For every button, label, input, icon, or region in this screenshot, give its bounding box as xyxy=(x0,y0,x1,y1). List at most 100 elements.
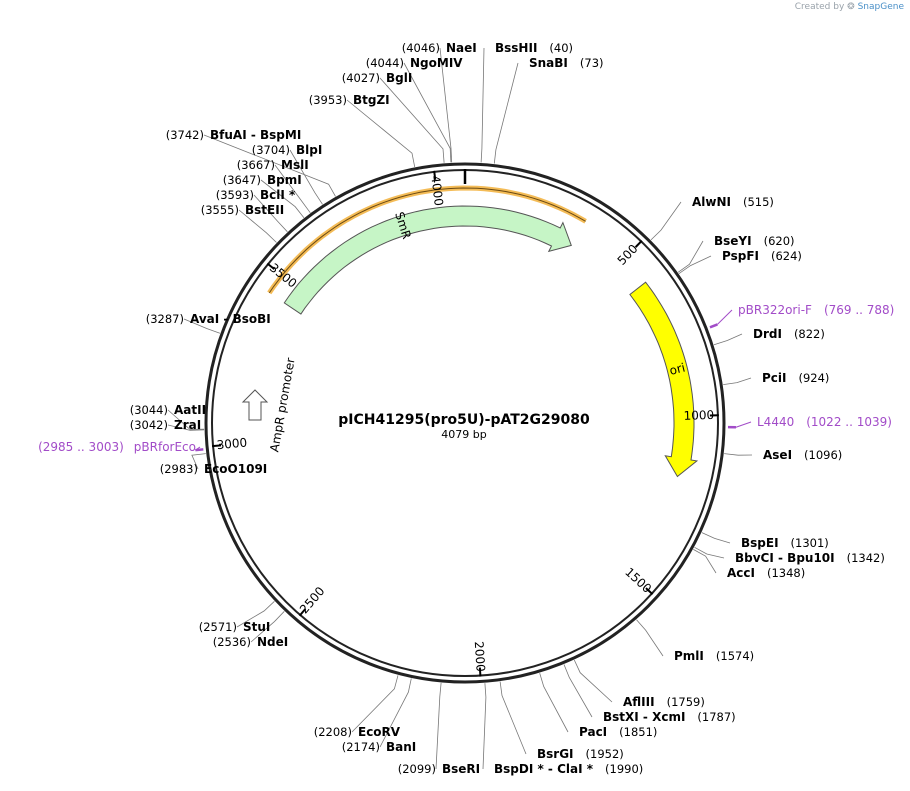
primer-leader xyxy=(717,309,733,325)
site-position: (924) xyxy=(799,371,830,385)
site-leader xyxy=(573,659,613,703)
site-leader xyxy=(183,318,221,334)
site-name: AccI xyxy=(727,566,755,580)
site-leader xyxy=(694,546,725,559)
site-name: EcoO109I xyxy=(204,462,267,476)
site-leader xyxy=(238,209,277,243)
site-name: DrdI xyxy=(753,327,782,341)
site-position: (4027) xyxy=(342,71,380,85)
site-position: (1851) xyxy=(619,725,657,739)
site-position: (4046) xyxy=(402,41,440,55)
primer-leader xyxy=(735,421,752,428)
site-position: (4044) xyxy=(366,56,404,70)
site-leader xyxy=(499,681,527,755)
leader-lines xyxy=(167,47,753,770)
tick-label: 2500 xyxy=(297,584,328,616)
site-leader xyxy=(379,77,445,163)
site-name: BseYI xyxy=(714,234,752,248)
site-leader xyxy=(346,99,416,167)
backbone-outer xyxy=(204,162,726,684)
site-leader xyxy=(260,179,305,218)
site-position: (2536) xyxy=(213,635,251,649)
site-position: (3742) xyxy=(166,128,204,142)
ampr-promoter-arrow xyxy=(241,389,269,421)
site-position: (3647) xyxy=(223,173,261,187)
site-leader xyxy=(439,47,453,163)
site-name: BbvCI - Bpu10I xyxy=(735,551,835,565)
site-name: BglI xyxy=(386,71,412,85)
tick-label: 4000 xyxy=(428,175,446,207)
plasmid-length: 4079 bp xyxy=(441,428,486,441)
site-name: PciI xyxy=(762,371,787,385)
site-leader xyxy=(274,164,311,214)
primer-leader xyxy=(195,446,201,451)
site-position: (2571) xyxy=(199,620,237,634)
site-position: (1342) xyxy=(847,551,885,565)
plasmid-name: pICH41295(pro5U)-pAT2G29080 xyxy=(338,412,590,428)
site-name: BtgZI xyxy=(353,93,390,107)
primer-mark xyxy=(709,323,718,329)
site-position: (2983) xyxy=(160,462,198,476)
site-leader xyxy=(713,333,743,346)
site-position: (40) xyxy=(549,41,573,55)
site-leader xyxy=(678,255,712,274)
site-leader xyxy=(677,240,704,273)
site-position: (2174) xyxy=(342,740,380,754)
site-leader xyxy=(351,675,399,733)
tick-mark xyxy=(298,608,307,617)
site-position: (2099) xyxy=(398,762,436,776)
site-leader xyxy=(403,62,452,163)
site-name: BspEI xyxy=(741,536,779,550)
site-position: (1096) xyxy=(804,448,842,462)
site-leader xyxy=(693,549,717,574)
site-position: (3704) xyxy=(252,143,290,157)
site-leader xyxy=(723,377,752,385)
site-leader xyxy=(480,47,485,163)
primer-range: (2985 .. 3003) xyxy=(38,440,124,454)
site-name: AlwNI xyxy=(692,195,731,209)
site-name: BanI xyxy=(386,740,416,754)
site-name: SnaBI xyxy=(529,56,568,70)
site-leader xyxy=(167,409,205,430)
site-leader xyxy=(650,201,682,241)
primer-name: pBR322ori-F xyxy=(738,303,812,317)
site-position: (2208) xyxy=(314,725,352,739)
tick-label: 3000 xyxy=(216,435,248,452)
site-leader xyxy=(289,149,323,205)
site-leader xyxy=(701,532,731,544)
smr-arrow xyxy=(283,205,572,315)
primer-mark xyxy=(195,448,204,452)
backbone-ring xyxy=(204,162,726,684)
tick-mark xyxy=(211,444,222,448)
site-name: BpmI xyxy=(267,173,302,187)
tick-label: 2000 xyxy=(472,641,488,672)
primer-name: pBRforEco xyxy=(134,440,196,454)
site-leader xyxy=(435,682,442,770)
site-name: MslI xyxy=(281,158,309,172)
site-name: PmlI xyxy=(674,649,704,663)
site-name: AseI xyxy=(763,448,792,462)
credit-brand: SnapGene xyxy=(857,2,904,12)
feature-layer xyxy=(241,185,699,478)
site-position: (1787) xyxy=(697,710,735,724)
site-name: BseRI xyxy=(442,762,480,776)
primer-range: (1022 .. 1039) xyxy=(806,415,892,429)
site-position: (1990) xyxy=(605,762,643,776)
site-leader xyxy=(563,664,593,718)
site-name: BstXI - XcmI xyxy=(603,710,685,724)
site-position: (624) xyxy=(771,249,802,263)
site-name: NaeI xyxy=(446,41,477,55)
site-name: AflIII xyxy=(623,695,655,709)
tick-mark xyxy=(433,170,437,180)
site-name: BssHII xyxy=(495,41,537,55)
site-name: StuI xyxy=(243,620,270,634)
site-name: PacI xyxy=(579,725,607,739)
site-name: BclI * xyxy=(260,188,296,202)
site-name: BsrGI xyxy=(537,747,574,761)
tick-mark xyxy=(634,239,643,248)
site-leader xyxy=(539,672,569,733)
ori-label: ori xyxy=(668,360,687,377)
site-name: AvaI - BsoBI xyxy=(190,312,271,326)
